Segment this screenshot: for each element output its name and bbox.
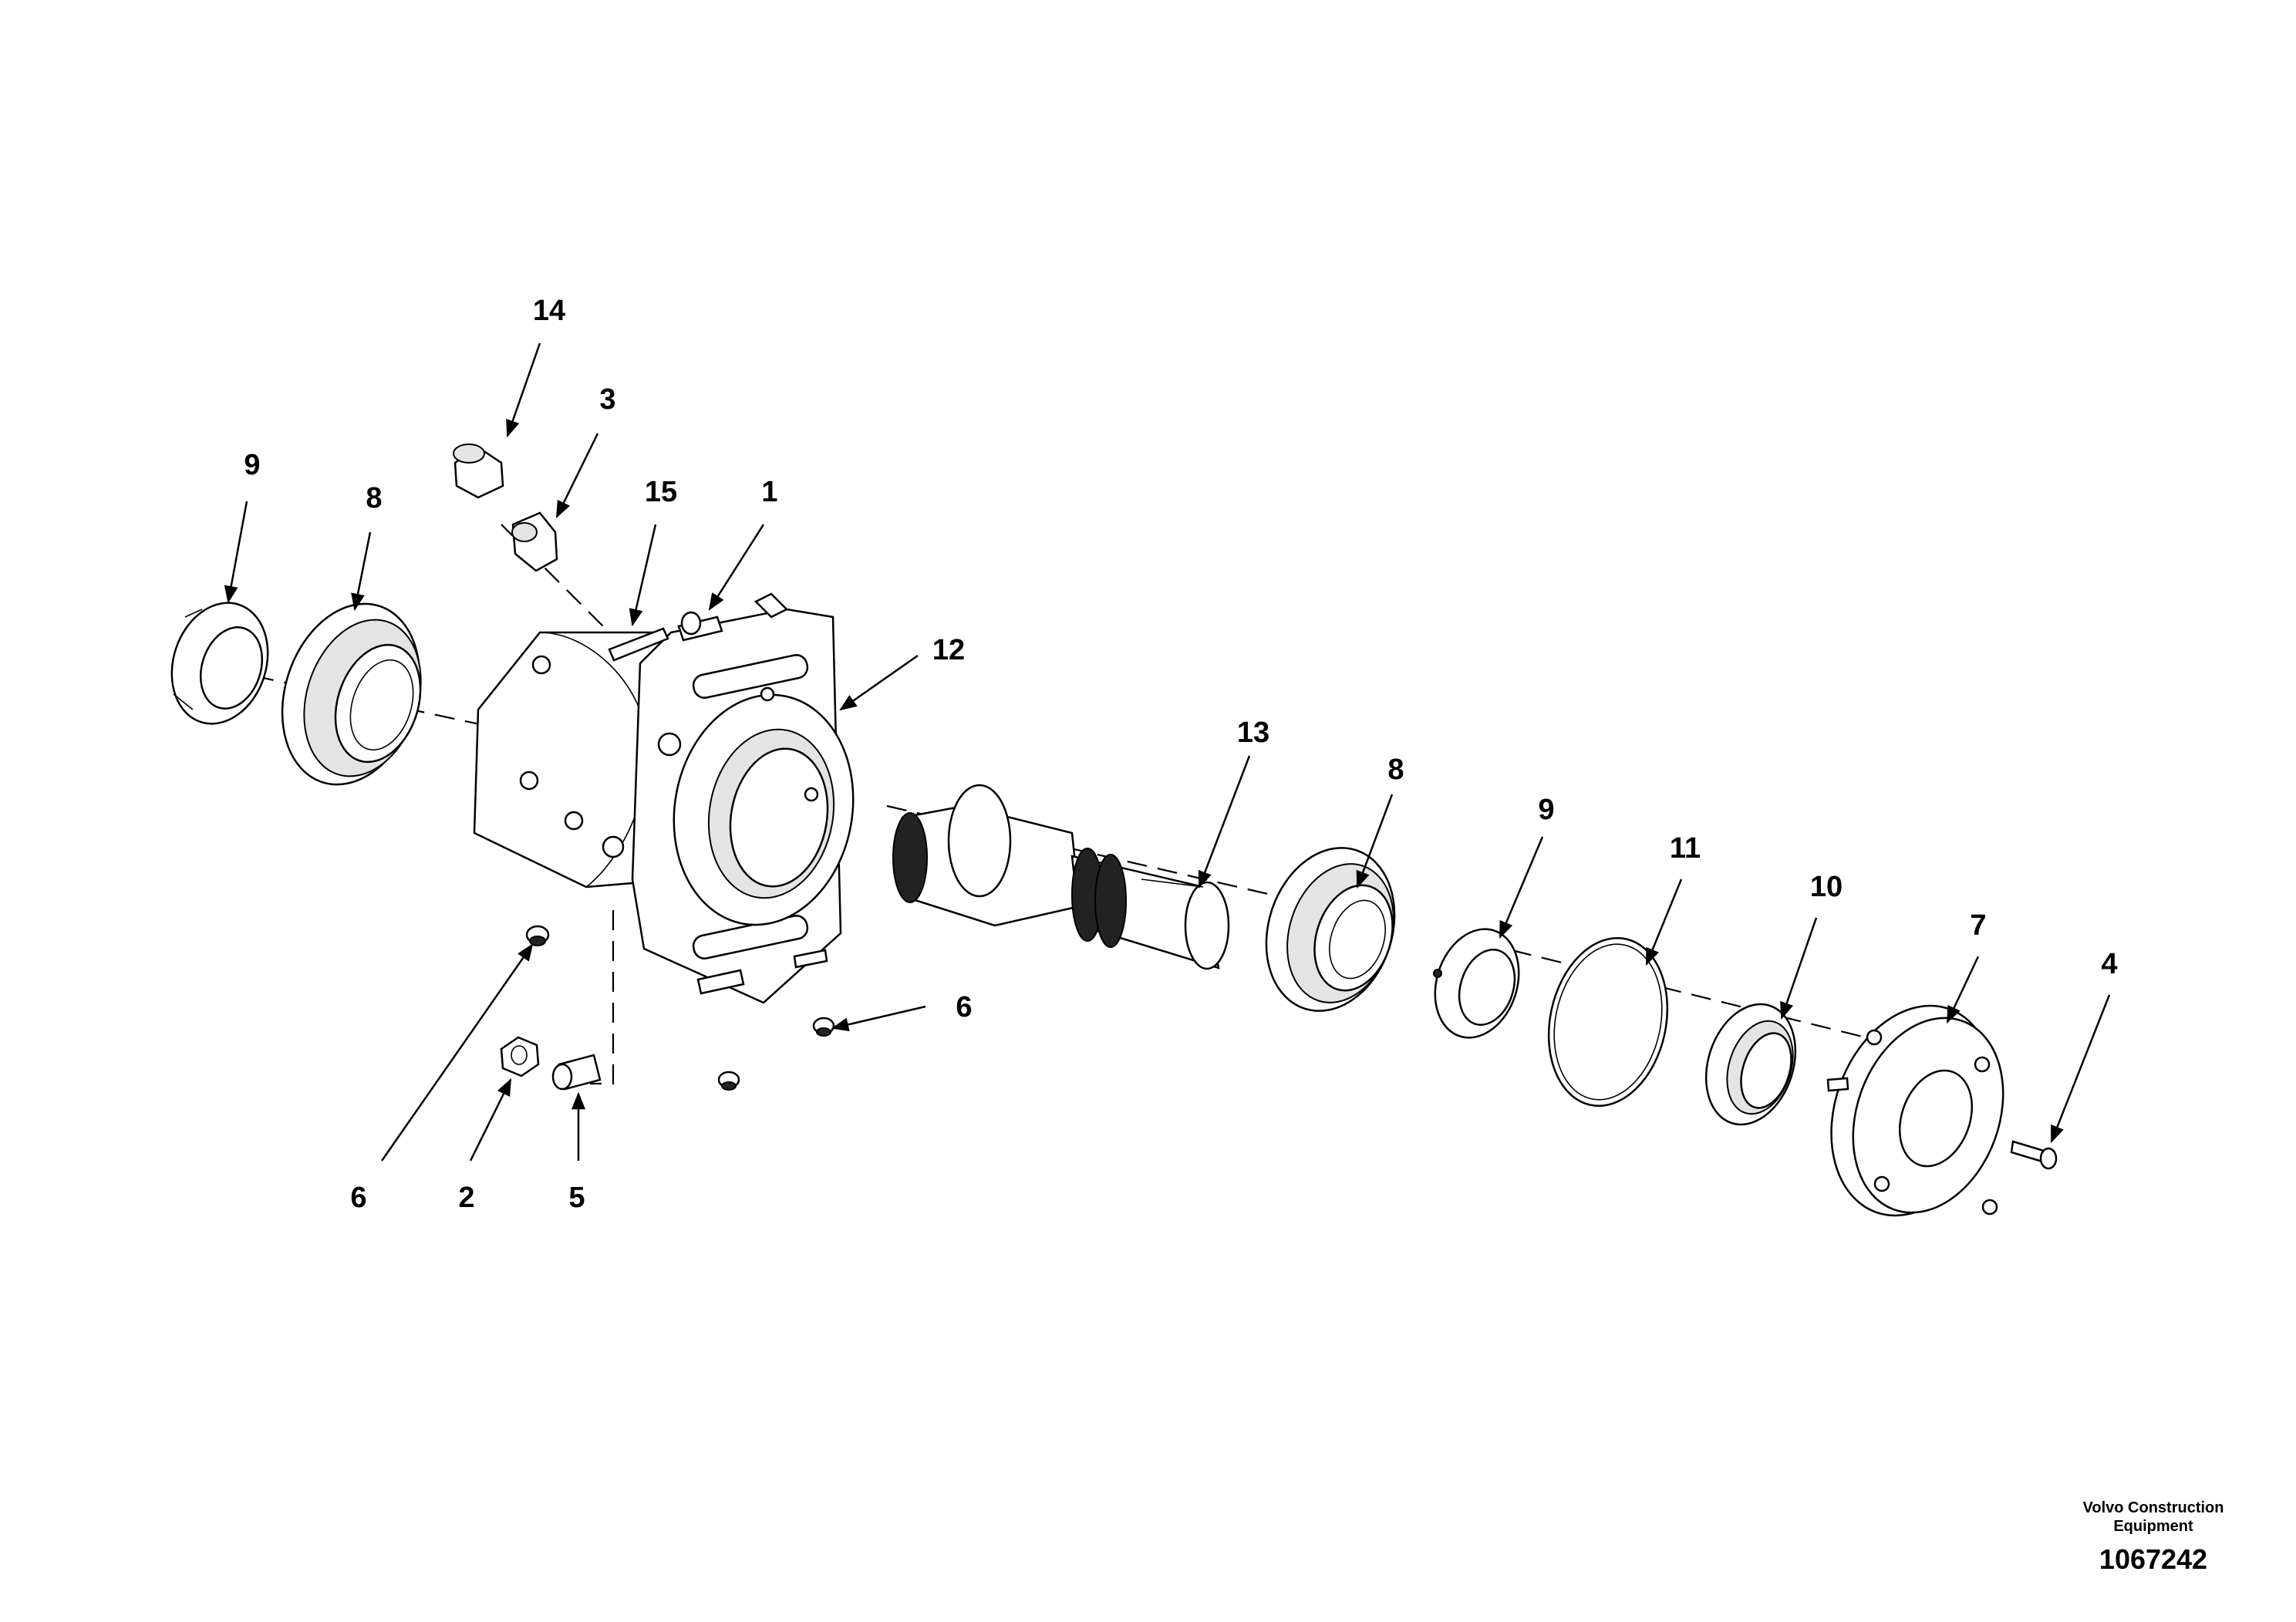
callout-12: 12 <box>932 634 965 666</box>
leader-14 <box>506 342 541 438</box>
leader-9a <box>224 501 248 604</box>
leader-lines <box>224 342 2111 1162</box>
callout-9-left: 9 <box>244 449 260 481</box>
callout-10: 10 <box>1810 871 1843 903</box>
callout-8-left: 8 <box>366 482 382 514</box>
callout-4: 4 <box>2101 948 2117 980</box>
leader-15 <box>629 524 657 627</box>
part-9-lock-nut-left <box>170 602 269 725</box>
callout-5: 5 <box>568 1182 585 1214</box>
leader-1 <box>708 524 765 611</box>
part-10-seal <box>1704 1003 1797 1126</box>
callout-15: 15 <box>645 476 677 508</box>
part-7-cover <box>1826 1004 2004 1217</box>
part-2-nut <box>500 1036 540 1077</box>
leader-9b <box>1499 836 1544 939</box>
part-6-plugs-right <box>696 949 835 1091</box>
brand-line-2: Equipment <box>2113 1518 2193 1535</box>
part-9-lock-nut-right <box>1433 928 1520 1039</box>
leader-2 <box>469 1077 512 1162</box>
callout-3: 3 <box>599 383 615 416</box>
leader-6b <box>831 1005 926 1032</box>
part-8-bearing-left <box>281 602 422 786</box>
callout-11: 11 <box>1670 832 1701 865</box>
callout-9-right: 9 <box>1538 794 1554 826</box>
callout-6-right: 6 <box>956 991 972 1023</box>
leader-6a <box>380 943 534 1162</box>
callout-13: 13 <box>1237 717 1269 749</box>
callout-7: 7 <box>1970 909 1986 942</box>
part-4-bolt <box>2010 1140 2058 1170</box>
drawing-number: 1067242 <box>2099 1543 2208 1575</box>
callout-8-right: 8 <box>1387 754 1404 786</box>
housing-rear <box>473 631 680 889</box>
callout-14: 14 <box>533 295 565 327</box>
part-6-plug-left <box>525 925 550 946</box>
callout-1: 1 <box>761 476 777 508</box>
leader-4 <box>2050 994 2111 1144</box>
callout-labels: 14 3 15 1 9 8 12 13 8 9 11 10 7 4 6 6 2 … <box>244 295 2117 1214</box>
callout-6-left: 6 <box>350 1182 366 1214</box>
part-12-bearing-housing-plate <box>631 592 855 1004</box>
part-3-fitting <box>511 511 558 572</box>
part-14-plug <box>453 443 504 499</box>
part-15-pin <box>608 627 669 662</box>
leader-12 <box>839 654 919 711</box>
part-1-screw <box>677 611 723 642</box>
part-8-bearing-right <box>1265 847 1396 1012</box>
leader-11 <box>1645 878 1683 966</box>
part-5-bushing <box>551 1054 602 1091</box>
drawing-footer: Volvo Construction Equipment 1067242 <box>2057 1499 2250 1576</box>
leader-8b <box>1356 794 1394 889</box>
leader-13 <box>1198 755 1251 889</box>
leader-10 <box>1780 917 1818 1020</box>
part-11-o-ring <box>1547 937 1669 1107</box>
callout-2: 2 <box>458 1182 474 1214</box>
brand-line-1: Volvo Construction <box>2082 1499 2224 1516</box>
leader-3 <box>555 433 599 519</box>
leader-8a <box>351 531 372 612</box>
part-13-shaft <box>892 784 1230 970</box>
leader-7 <box>1946 956 1980 1024</box>
